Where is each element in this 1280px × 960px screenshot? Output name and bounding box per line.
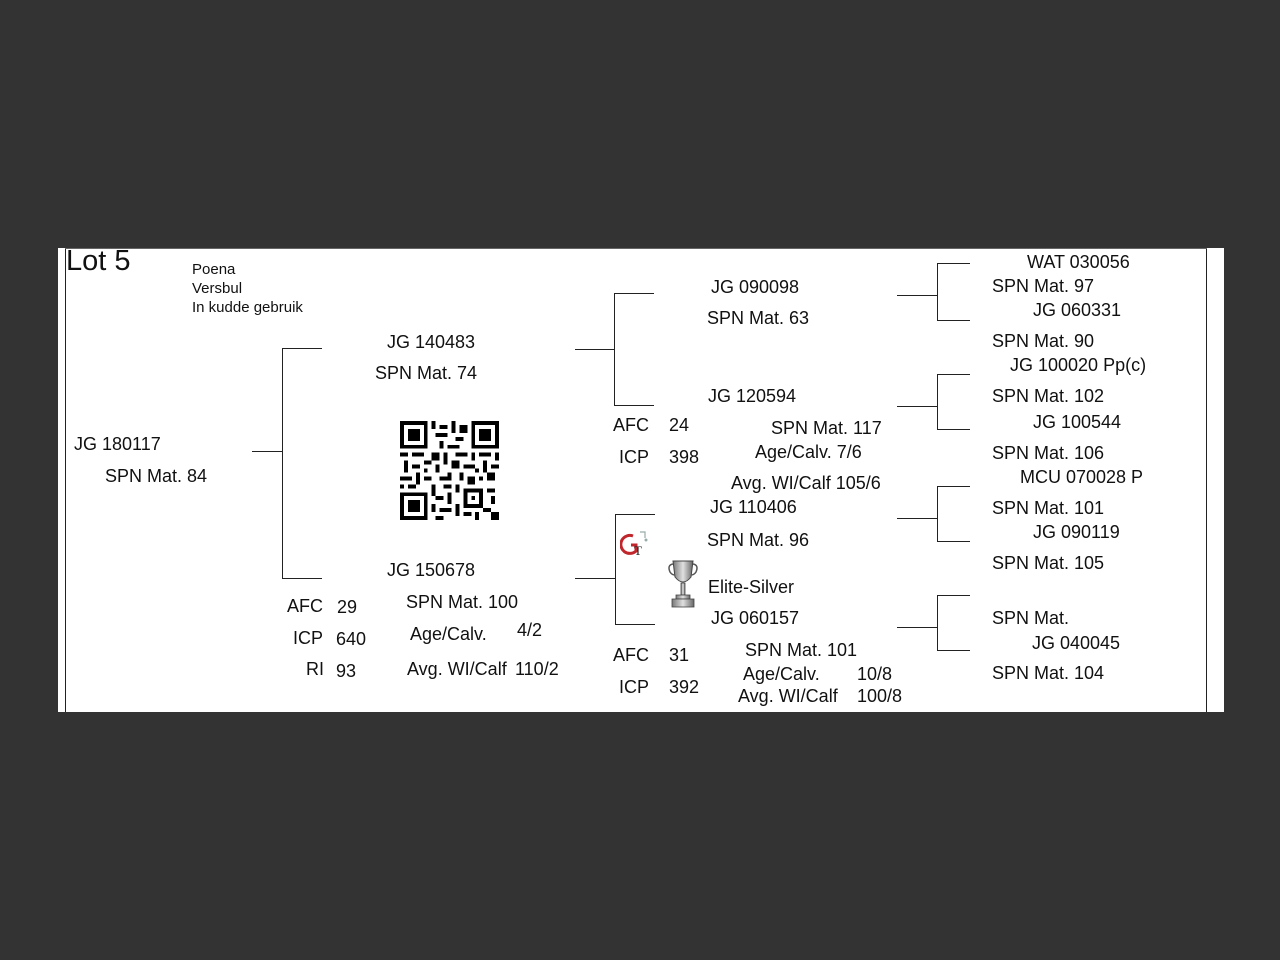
connector-line: [937, 541, 970, 542]
connector-line: [615, 514, 655, 515]
connector-line: [252, 451, 282, 452]
connector-line: [937, 263, 970, 264]
ddd-id: JG 040045: [1032, 633, 1121, 653]
connector-line: [614, 405, 654, 406]
dam-avg-wi: 110/2: [515, 659, 559, 679]
connector-line: [937, 486, 970, 487]
connector-line: [937, 374, 970, 375]
sss-spn: SPN Mat. 97: [992, 276, 1095, 296]
connector-line: [282, 578, 322, 579]
dam-afc: 29: [337, 597, 358, 617]
dd-afc-label: AFC: [613, 645, 649, 665]
sd-afc: 24: [669, 415, 690, 435]
connector-line: [897, 406, 937, 407]
bracket-line: [937, 374, 938, 429]
dam-age-calv-label: Age/Calv.: [410, 624, 487, 644]
sd-avg-wi: Avg. WI/Calf 105/6: [731, 473, 881, 493]
connector-line: [282, 348, 322, 349]
sd-spn: SPN Mat. 117: [771, 418, 882, 438]
connector-line: [575, 578, 615, 579]
dd-avg-wi: 100/8: [857, 686, 903, 706]
trophy-icon: [668, 560, 698, 608]
dsd-spn: SPN Mat. 105: [992, 553, 1105, 573]
ddd-spn: SPN Mat. 104: [992, 663, 1105, 683]
dd-avg-wi-label: Avg. WI/Calf: [738, 686, 838, 706]
connector-line: [897, 518, 937, 519]
animal-type: Versbul: [192, 280, 243, 297]
sdd-id: JG 100544: [1033, 412, 1122, 432]
pedigree-sheet: [58, 248, 1224, 712]
bracket-line: [937, 263, 938, 320]
dd-afc: 31: [669, 645, 690, 665]
sds-spn: SPN Mat. 102: [992, 386, 1105, 406]
ss-id: JG 090098: [711, 277, 800, 297]
dss-id: MCU 070028 P: [1020, 467, 1144, 487]
dds-spn: SPN Mat.: [992, 608, 1070, 628]
svg-text:T: T: [634, 543, 642, 558]
dam-spn: SPN Mat. 100: [406, 592, 519, 612]
ds-spn: SPN Mat. 96: [707, 530, 810, 550]
dd-age-calv: 10/8: [857, 664, 893, 684]
sire-spn: SPN Mat. 74: [375, 363, 478, 383]
animal-spn: SPN Mat. 84: [105, 466, 208, 486]
dd-icp: 392: [669, 677, 700, 697]
dsd-id: JG 090119: [1033, 522, 1120, 542]
sd-id: JG 120594: [708, 386, 797, 406]
dam-icp: 640: [336, 629, 367, 649]
ssd-spn: SPN Mat. 90: [992, 331, 1095, 351]
sdd-spn: SPN Mat. 106: [992, 443, 1105, 463]
sss-id: WAT 030056: [1027, 252, 1130, 272]
dd-award: Elite-Silver: [708, 577, 795, 597]
dd-age-calv-label: Age/Calv.: [743, 664, 820, 684]
connector-line: [937, 595, 970, 596]
sheet-border-top: [65, 248, 1207, 249]
dd-icp-label: ICP: [619, 677, 650, 697]
animal-status: In kudde gebruik: [192, 299, 303, 316]
dam-avg-wi-label: Avg. WI/Calf: [407, 659, 507, 679]
bracket-line: [937, 486, 938, 541]
lot-number: Lot 5: [66, 245, 131, 277]
connector-line: [575, 349, 614, 350]
bracket-line: [282, 348, 283, 578]
sds-id: JG 100020 Pp(c): [1010, 355, 1147, 375]
dam-id: JG 150678: [387, 560, 476, 580]
ssd-id: JG 060331: [1033, 300, 1122, 320]
dd-spn: SPN Mat. 101: [745, 640, 858, 660]
dd-id: JG 060157: [711, 608, 800, 628]
gt-logo-icon: T: [620, 531, 648, 558]
connector-line: [614, 293, 654, 294]
sd-afc-label: AFC: [613, 415, 649, 435]
dss-spn: SPN Mat. 101: [992, 498, 1105, 518]
connector-line: [937, 429, 970, 430]
dam-ri-label: RI: [306, 659, 324, 679]
connector-line: [897, 295, 937, 296]
ss-spn: SPN Mat. 63: [707, 308, 810, 328]
ds-id: JG 110406: [710, 497, 797, 517]
connector-line: [897, 627, 937, 628]
dam-afc-label: AFC: [287, 596, 323, 616]
sd-icp: 398: [669, 447, 700, 467]
dam-age-calv: 4/2: [517, 620, 543, 640]
connector-line: [937, 650, 970, 651]
sd-icp-label: ICP: [619, 447, 650, 467]
sire-id: JG 140483: [387, 332, 476, 352]
bracket-line: [615, 514, 616, 624]
connector-line: [615, 624, 655, 625]
qr-code-icon: [400, 421, 499, 520]
sd-age-calv: Age/Calv. 7/6: [755, 442, 862, 462]
connector-line: [937, 320, 970, 321]
sheet-border-right: [1206, 248, 1207, 712]
sheet-border-left: [65, 248, 66, 712]
animal-id: JG 180117: [74, 434, 161, 454]
bracket-line: [937, 595, 938, 650]
dam-ri: 93: [336, 661, 357, 681]
animal-name: Poena: [192, 261, 236, 278]
dam-icp-label: ICP: [293, 628, 324, 648]
bracket-line: [614, 293, 615, 405]
